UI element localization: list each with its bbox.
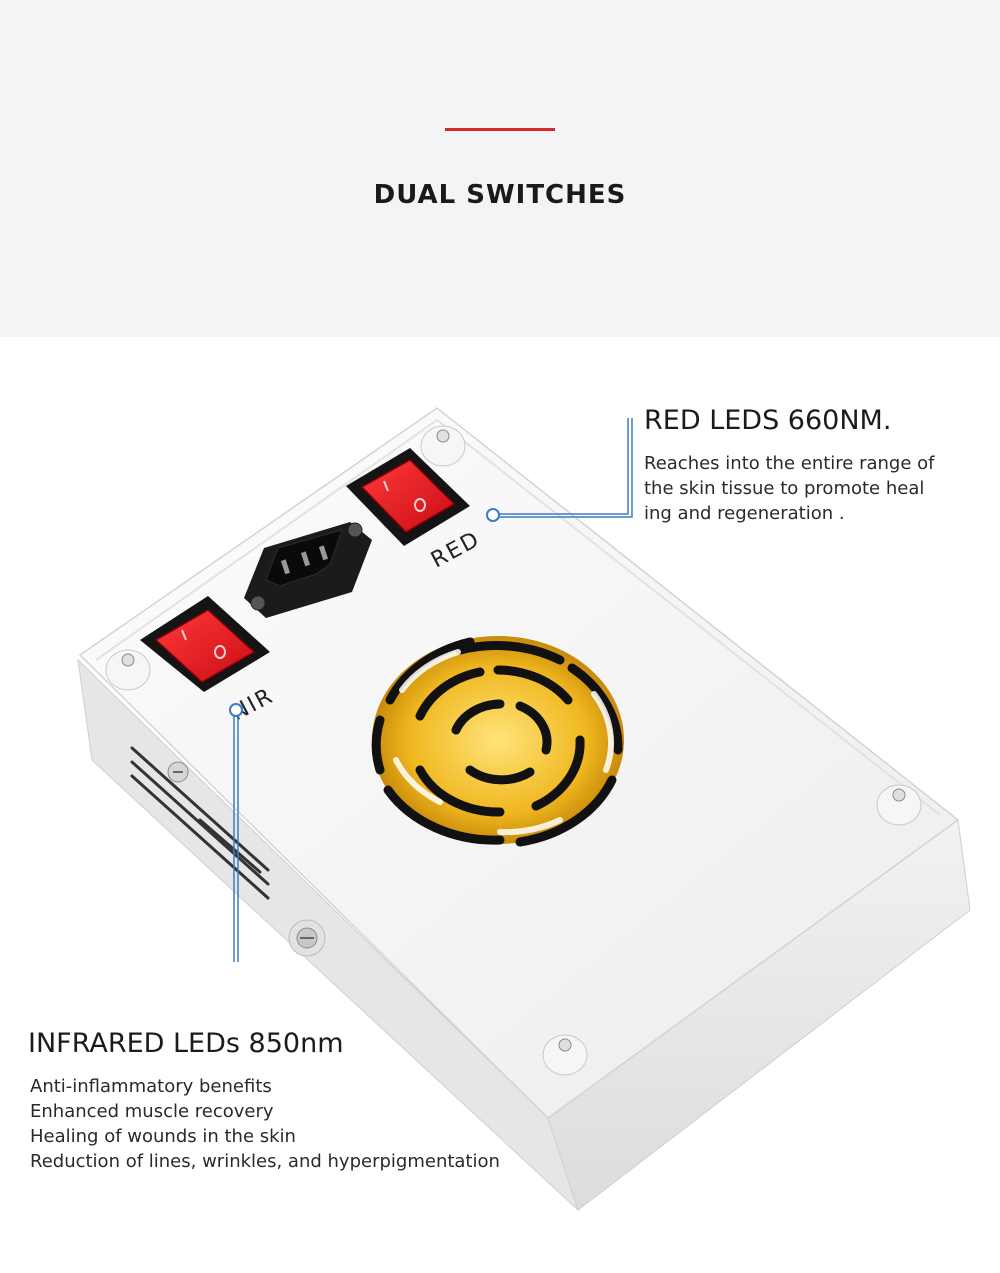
benefit-item: Anti-inflammatory benefits [30, 1076, 272, 1097]
benefit-item: Enhanced muscle recovery [30, 1101, 274, 1122]
foot-icon [876, 784, 922, 826]
red-switch[interactable] [346, 448, 470, 546]
switch-on-mark [181, 629, 187, 641]
foot-icon [542, 1034, 588, 1076]
accent-divider [445, 128, 555, 131]
description-line: the skin tissue to promote heal [644, 478, 925, 499]
side-screw-icon [167, 761, 189, 783]
infrared-benefits-list: Anti-inflammatory benefits Enhanced musc… [30, 1074, 500, 1174]
infrared-leds-title: INFRARED LEDs 850nm [28, 1028, 344, 1059]
nir-callout-connector [229, 703, 243, 962]
description-line: Reaches into the entire range of [644, 453, 935, 474]
benefit-item: Healing of wounds in the skin [30, 1126, 296, 1147]
side-screw-icon [288, 919, 326, 957]
switch-off-mark [214, 645, 226, 659]
fan-grille-icon [371, 636, 624, 847]
switch-off-mark [414, 498, 426, 512]
red-leds-description: Reaches into the entire range of the ski… [644, 451, 964, 526]
section-title: DUAL SWITCHES [373, 180, 627, 210]
description-line: ing and regeneration . [644, 503, 845, 524]
side-vents [130, 746, 270, 900]
header-section: DUAL SWITCHES [0, 0, 1000, 337]
foot-icon [105, 649, 151, 691]
benefit-item: Reduction of lines, wrinkles, and hyperp… [30, 1151, 500, 1172]
foot-icon [420, 425, 466, 467]
red-leds-title: RED LEDS 660NM. [644, 405, 892, 436]
power-socket-icon [244, 522, 372, 618]
red-callout-connector [486, 418, 633, 522]
switch-on-mark [383, 480, 389, 492]
product-illustration: RED NIR [77, 407, 971, 1212]
nir-switch[interactable] [140, 596, 270, 692]
